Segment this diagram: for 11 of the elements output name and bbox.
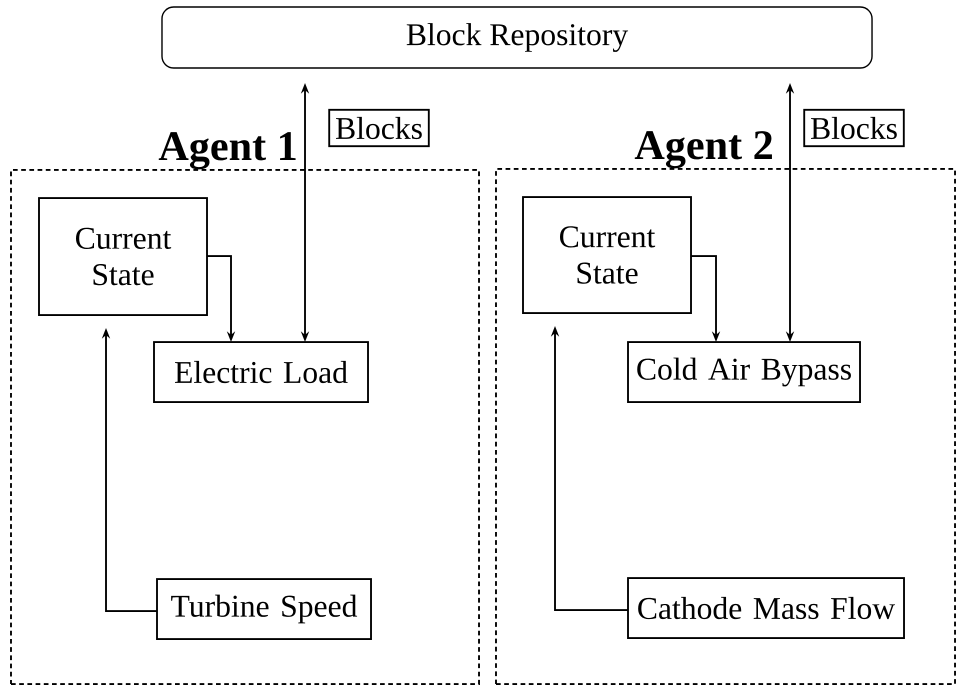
process-box: Electric Load (153, 341, 369, 403)
repository-box: Block Repository (161, 6, 873, 69)
edge-label: Blocks (803, 108, 905, 148)
agent-heading: Agent 2 (634, 131, 772, 168)
process-box: Cathode Mass Flow (627, 577, 905, 639)
process-box: Turbine Speed (156, 578, 372, 640)
process-box: Current State (38, 197, 208, 316)
agent-heading: Agent 1 (158, 132, 296, 170)
process-box: Current State (522, 196, 692, 314)
edge-label: Blocks (328, 108, 430, 148)
process-box: Cold Air Bypass (627, 341, 861, 403)
